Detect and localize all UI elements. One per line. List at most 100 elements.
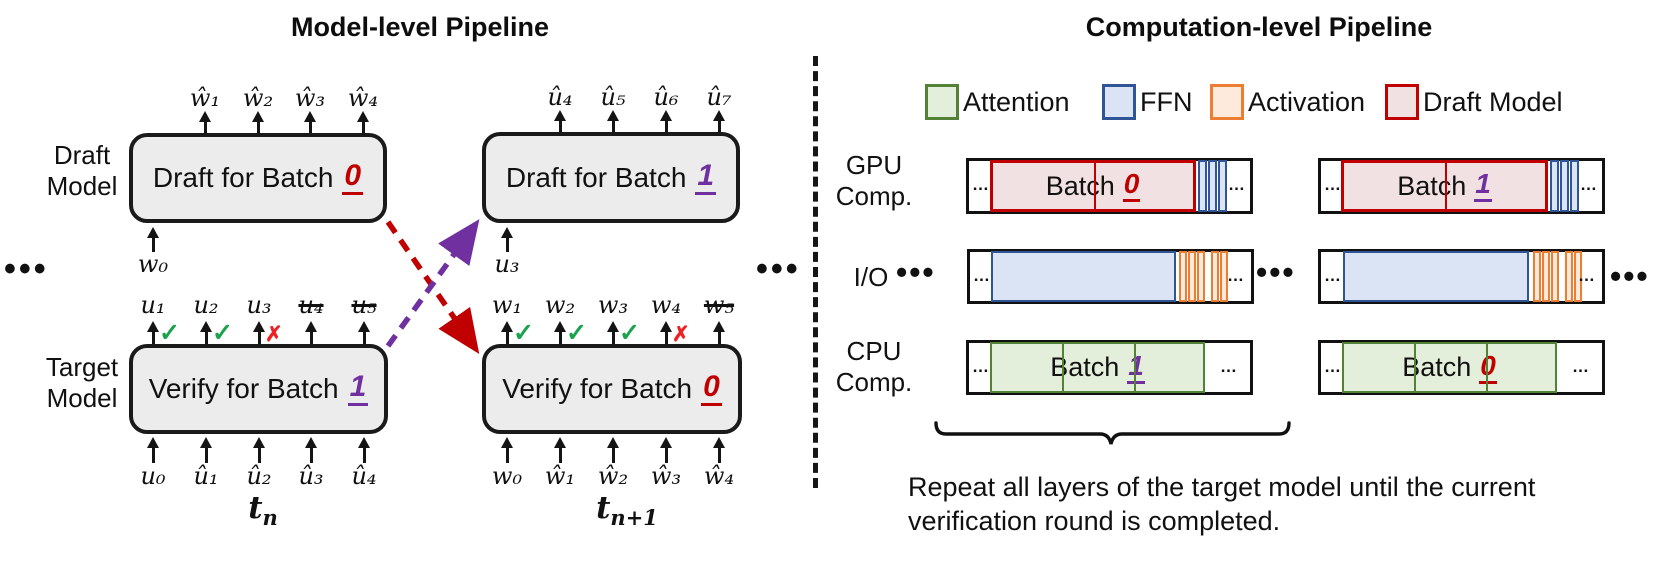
bar-ellipsis: …	[1324, 175, 1342, 194]
ffn-legend-swatch	[1102, 84, 1136, 120]
draft-batch0-number: 0	[342, 161, 364, 195]
bar-ellipsis: …	[1324, 356, 1342, 376]
token-label-rejected: w₅	[703, 291, 735, 319]
token-label: û₃	[298, 462, 324, 490]
timestep-n-label: tn	[208, 490, 318, 530]
timestep-base: t	[248, 490, 263, 526]
io-dots-left: •••	[896, 254, 936, 290]
io-label: I/O	[836, 262, 906, 293]
ffn-stripe	[1218, 160, 1227, 212]
batch-number: 1	[1474, 170, 1492, 202]
cpu-label-line1: CPU	[846, 336, 902, 366]
token-label: ŵ₂	[597, 462, 629, 490]
batch-text: Batch	[1402, 352, 1472, 382]
arrow-up-icon	[659, 321, 672, 344]
token-label: ŵ₃	[650, 462, 682, 490]
verify-batch0-text: Verify for Batch	[502, 373, 693, 404]
arrow-up-icon	[606, 321, 619, 344]
activation-stripe	[1197, 251, 1205, 302]
ffn-stripe	[1570, 160, 1579, 212]
bar-ellipsis: …	[973, 265, 991, 285]
batch-text: Batch	[1397, 170, 1467, 201]
bar-ellipsis: …	[1578, 265, 1596, 285]
io-label-line1: I/O	[853, 262, 889, 292]
computation-level-pipeline-title: Computation-level Pipeline	[1085, 12, 1433, 42]
underbrace	[934, 421, 1291, 445]
token-label: û₁	[193, 462, 219, 490]
arrow-up-icon	[712, 437, 725, 463]
arrow-up-icon	[659, 437, 672, 463]
underbrace-path	[934, 421, 1291, 445]
verify-batch1-text: Verify for Batch	[148, 373, 339, 404]
repeat-caption-line2: verification round is completed.	[908, 506, 1281, 536]
arrow-up-icon	[357, 321, 370, 344]
repeat-caption-line1: Repeat all layers of the target model un…	[908, 472, 1536, 502]
timestep-n1-label: tn+1	[572, 490, 682, 530]
verify-batch1-number: 1	[347, 372, 369, 406]
token-label: w₁	[491, 291, 523, 319]
draft-model-label: Draft Model	[28, 140, 136, 202]
draft-batch1-box: Draft for Batch 1	[482, 132, 740, 223]
segment-divider	[1062, 344, 1064, 391]
bar-ellipsis: …	[1324, 265, 1342, 285]
token-label: û₇	[706, 83, 732, 111]
activation-stripe	[1179, 251, 1187, 302]
gpu-timeline-bar-1: … Batch 0 …	[966, 158, 1253, 214]
timestep-base: t	[596, 490, 611, 526]
activation-stripe	[1542, 251, 1550, 302]
activation-stripe	[1188, 251, 1196, 302]
draft-batch1-text: Draft for Batch	[505, 161, 687, 193]
arrow-up-icon	[712, 110, 725, 132]
token-label: w₀	[137, 250, 169, 278]
activation-stripe	[1220, 251, 1228, 302]
gpu-label-line2: Comp.	[835, 181, 913, 211]
arrow-up-icon	[304, 321, 317, 344]
arrow-up-icon	[304, 437, 317, 463]
attention-segment: Batch 0	[1342, 342, 1557, 393]
cross-icon: ✗	[265, 323, 283, 346]
arrow-up-icon	[199, 437, 212, 463]
arrow-up-icon	[500, 227, 513, 252]
draft-batch0-text: Draft for Batch	[152, 162, 334, 193]
cpu-comp-label: CPU Comp.	[826, 336, 922, 398]
ffn-stripe	[1550, 160, 1559, 212]
attention-legend-swatch	[925, 84, 959, 120]
bar-ellipsis: …	[1580, 175, 1598, 194]
target-model-label-line2: Model	[46, 383, 118, 413]
token-label: u₁	[140, 291, 166, 319]
cpu-timeline-bar-2: … Batch 0 …	[1318, 340, 1605, 395]
bar-ellipsis: …	[1228, 175, 1246, 194]
draft-model-legend-label: Draft Model	[1423, 87, 1563, 117]
arrow-up-icon	[553, 437, 566, 463]
verify-batch0-number: 0	[701, 372, 722, 406]
segment-divider	[1094, 163, 1096, 209]
target-model-label-line1: Target	[45, 352, 119, 382]
cpu-label-line2: Comp.	[835, 367, 913, 397]
ffn-io-segment	[991, 251, 1176, 302]
token-label: w₄	[650, 291, 682, 319]
token-label: w₃	[597, 291, 629, 319]
verify-batch1-box: Verify for Batch 1	[129, 344, 388, 434]
token-label: w₀	[491, 462, 523, 490]
arrow-up-icon	[146, 437, 159, 463]
gpu-comp-label: GPU Comp.	[826, 150, 922, 212]
activation-stripe	[1574, 251, 1582, 302]
repeat-caption: Repeat all layers of the target model un…	[908, 470, 1535, 538]
model-level-pipeline-title: Model-level Pipeline	[290, 12, 550, 42]
draft-model-segment: Batch 1	[1341, 160, 1548, 212]
gpu-label-line1: GPU	[845, 150, 903, 180]
purple-dashed-arrow	[385, 219, 480, 348]
token-label: u₃	[494, 250, 520, 278]
timestep-sub: n	[262, 505, 278, 531]
arrow-up-icon	[146, 227, 159, 252]
attention-legend-label: Attention	[963, 87, 1070, 117]
token-label: ŵ₁	[544, 462, 576, 490]
arrow-up-icon	[553, 110, 566, 132]
arrow-up-icon	[606, 110, 619, 132]
arrow-up-icon	[252, 437, 265, 463]
bar-ellipsis: …	[1220, 356, 1238, 376]
bar-ellipsis: …	[972, 356, 990, 376]
activation-stripe	[1533, 251, 1541, 302]
check-icon: ✓	[566, 319, 587, 347]
